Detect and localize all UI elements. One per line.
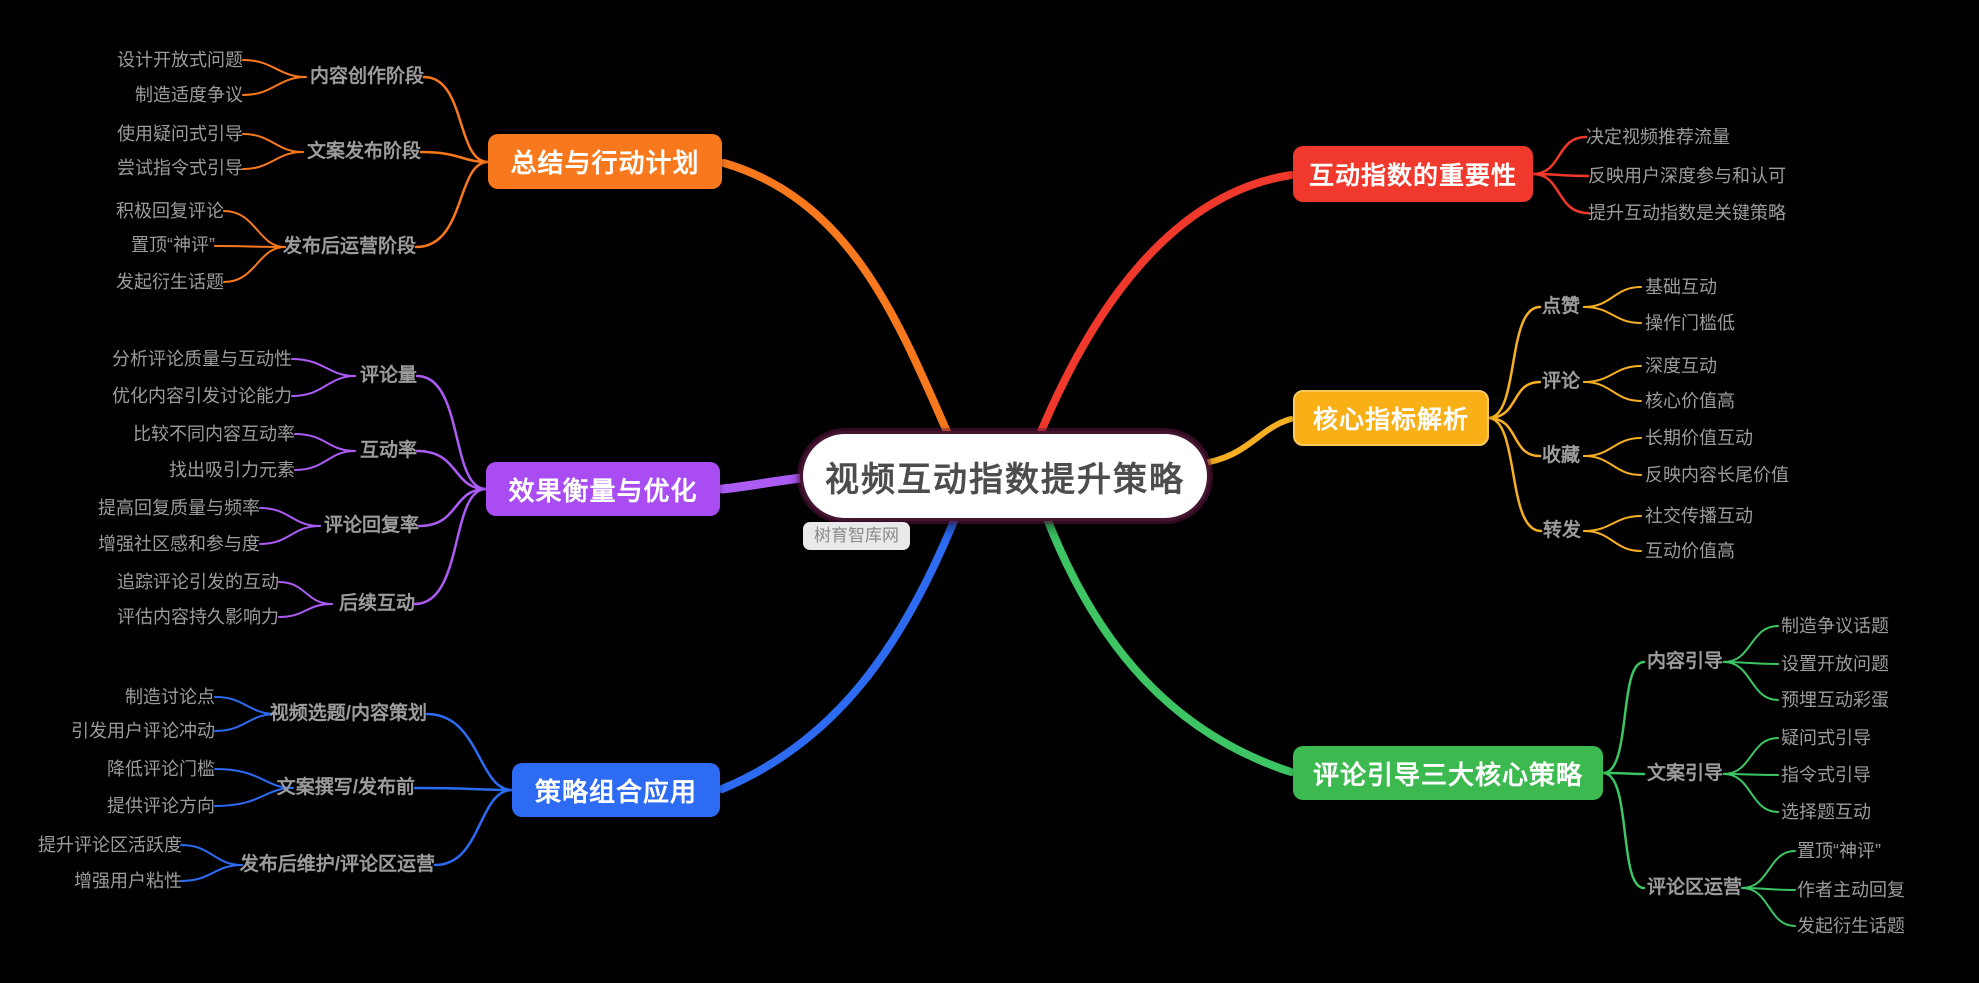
leaf-topic[interactable]: 尝试指令式引导 (117, 158, 243, 178)
leaf-topic[interactable]: 决定视频推荐流量 (1586, 127, 1730, 147)
leaf-topic[interactable]: 发起衍生话题 (116, 272, 224, 292)
combo-leaf-connectors (180, 696, 294, 882)
branch-curve-importance (1036, 171, 1295, 438)
leaf-topic[interactable]: 比较不同内容互动率 (133, 424, 295, 444)
leaf-topic[interactable]: 设计开放式问题 (117, 50, 243, 70)
subtopic[interactable]: 内容引导 (1647, 651, 1724, 672)
leaf-topic[interactable]: 社交传播互动 (1645, 506, 1753, 526)
importance-leaf-connectors (1531, 135, 1590, 215)
branch-curve-metrics (1195, 416, 1294, 467)
leaf-topic[interactable]: 评估内容持久影响力 (117, 607, 279, 627)
subtopic[interactable]: 文案撰写/发布前 (276, 777, 415, 798)
leaf-topic[interactable]: 指令式引导 (1781, 765, 1871, 785)
measure-sub-connectors (413, 374, 488, 606)
leaf-topic[interactable]: 互动价值高 (1645, 541, 1735, 561)
branch-combo[interactable]: 策略组合应用 (512, 763, 720, 817)
subtopic[interactable]: 后续互动 (338, 593, 415, 614)
subtopic[interactable]: 转发 (1543, 520, 1582, 541)
subtopic[interactable]: 内容创作阶段 (309, 66, 424, 87)
leaf-topic[interactable]: 引发用户评论冲动 (71, 721, 215, 741)
leaf-topic[interactable]: 优化内容引发讨论能力 (112, 386, 292, 406)
leaf-topic[interactable]: 置顶“神评” (131, 235, 215, 255)
leaf-topic[interactable]: 基础互动 (1645, 277, 1717, 297)
subtopic[interactable]: 发布后运营阶段 (282, 236, 416, 257)
leaf-topic[interactable]: 核心价值高 (1645, 391, 1735, 411)
watermark-badge: 树育智库网 (803, 522, 910, 550)
branch-guide[interactable]: 评论引导三大核心策略 (1293, 746, 1603, 800)
subtopic[interactable]: 评论区运营 (1647, 877, 1743, 898)
summary-leaf-connectors (214, 59, 307, 283)
leaf-topic[interactable]: 增强用户粘性 (74, 871, 182, 891)
branch-curve-combo (718, 512, 960, 793)
branch-curve-summary (720, 159, 952, 438)
leaf-topic[interactable]: 预埋互动彩蛋 (1781, 690, 1889, 710)
subtopic[interactable]: 评论量 (359, 365, 417, 386)
leaf-topic[interactable]: 作者主动回复 (1797, 880, 1905, 900)
leaf-topic[interactable]: 疑问式引导 (1781, 728, 1871, 748)
leaf-topic[interactable]: 反映内容长尾价值 (1645, 465, 1789, 485)
subtopic[interactable]: 文案发布阶段 (306, 141, 421, 162)
leaf-topic[interactable]: 设置开放问题 (1781, 654, 1889, 674)
leaf-topic[interactable]: 提供评论方向 (107, 796, 215, 816)
leaf-topic[interactable]: 提高回复质量与频率 (98, 498, 260, 518)
leaf-topic[interactable]: 置顶“神评” (1797, 841, 1881, 861)
leaf-topic[interactable]: 增强社区感和参与度 (98, 534, 260, 554)
subtopic[interactable]: 文案引导 (1647, 763, 1724, 784)
leaf-topic[interactable]: 追踪评论引发的互动 (117, 572, 279, 592)
leaf-topic[interactable]: 找出吸引力元素 (169, 460, 295, 480)
subtopic[interactable]: 发布后维护/评论区运营 (239, 854, 435, 875)
leaf-topic[interactable]: 提升互动指数是关键策略 (1588, 203, 1786, 223)
leaf-topic[interactable]: 使用疑问式引导 (117, 124, 243, 144)
metrics-leaf-connectors (1583, 286, 1642, 552)
leaf-topic[interactable]: 降低评论门槛 (107, 759, 215, 779)
branch-importance[interactable]: 互动指数的重要性 (1293, 146, 1533, 202)
guide-leaf-connectors (1723, 625, 1796, 927)
branch-metrics[interactable]: 核心指标解析 (1293, 390, 1489, 446)
branch-curve-guide (1042, 512, 1295, 776)
leaf-topic[interactable]: 操作门槛低 (1645, 313, 1735, 333)
leaf-topic[interactable]: 制造讨论点 (125, 687, 215, 707)
summary-sub-connectors (414, 75, 490, 249)
subtopic[interactable]: 互动率 (359, 440, 417, 461)
subtopic[interactable]: 评论回复率 (323, 515, 419, 536)
measure-leaf-connectors (259, 358, 356, 618)
central-topic[interactable]: 视频互动指数提升策略 (800, 431, 1210, 521)
leaf-topic[interactable]: 发起衍生话题 (1797, 916, 1905, 936)
guide-sub-connectors (1601, 660, 1646, 890)
leaf-topic[interactable]: 反映用户深度参与和认可 (1588, 166, 1786, 186)
leaf-topic[interactable]: 长期价值互动 (1645, 428, 1753, 448)
leaf-topic[interactable]: 制造争议话题 (1781, 616, 1889, 636)
subtopic[interactable]: 点赞 (1542, 296, 1581, 317)
subtopic[interactable]: 评论 (1542, 371, 1581, 392)
leaf-topic[interactable]: 分析评论质量与互动性 (112, 349, 292, 369)
leaf-topic[interactable]: 积极回复评论 (116, 201, 224, 221)
branch-measure[interactable]: 效果衡量与优化 (486, 462, 720, 516)
leaf-topic[interactable]: 深度互动 (1645, 356, 1717, 376)
subtopic[interactable]: 收藏 (1542, 445, 1581, 466)
subtopic[interactable]: 视频选题/内容策划 (269, 703, 427, 724)
combo-sub-connectors (413, 712, 514, 867)
branch-curve-measure (717, 472, 817, 494)
leaf-topic[interactable]: 选择题互动 (1781, 802, 1871, 822)
metrics-sub-connectors (1486, 305, 1543, 533)
leaf-topic[interactable]: 制造适度争议 (135, 85, 243, 105)
branch-summary[interactable]: 总结与行动计划 (488, 134, 722, 189)
leaf-topic[interactable]: 提升评论区活跃度 (38, 835, 182, 855)
